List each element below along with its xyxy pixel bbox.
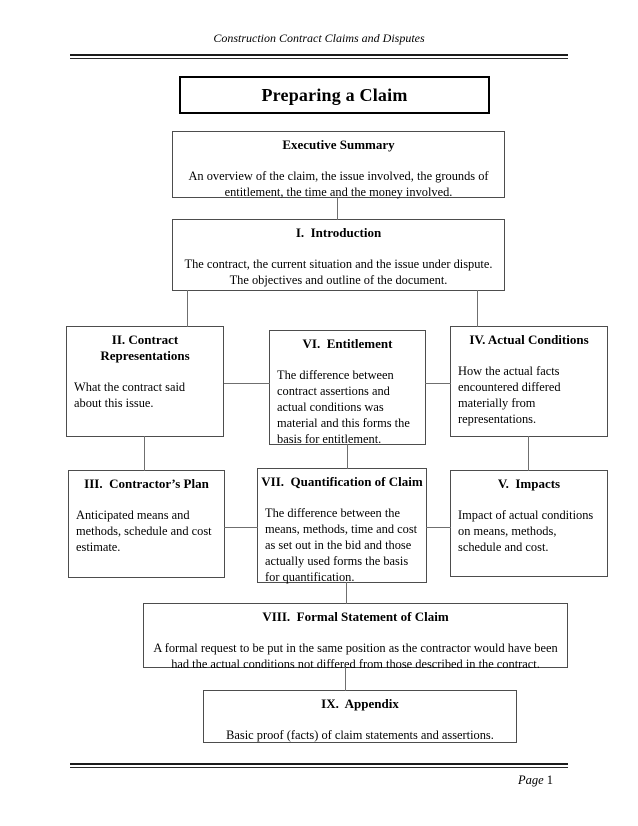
node-executive-summary-title: Executive Summary bbox=[282, 137, 395, 152]
header-rule bbox=[70, 54, 568, 59]
flowchart-title: Preparing a Claim bbox=[261, 84, 408, 105]
connector-actual-conditions-to-impacts bbox=[528, 436, 529, 471]
connector-quantification-to-formal-statement bbox=[346, 582, 347, 604]
node-impacts-body: Impact of actual conditions on means, me… bbox=[458, 508, 594, 554]
page-number-label: Page bbox=[517, 773, 544, 787]
node-entitlement-body: The difference between contract assertio… bbox=[277, 368, 410, 446]
node-appendix-title: IX. Appendix bbox=[321, 696, 399, 711]
node-quantification-of-claim-title: VII. Quantification of Claim bbox=[261, 474, 423, 489]
node-introduction-body: The contract, the current situation and … bbox=[184, 257, 493, 287]
node-impacts: V. Impacts Impact of actual conditions o… bbox=[450, 470, 608, 577]
running-header-text: Construction Contract Claims and Dispute… bbox=[213, 31, 425, 45]
node-entitlement: VI. Entitlement The difference between c… bbox=[269, 330, 426, 446]
connector-entitlement-to-actual-conditions bbox=[425, 383, 451, 384]
node-executive-summary: Executive Summary An overview of the cla… bbox=[172, 131, 505, 199]
node-contractors-plan-body: Anticipated means and methods, schedule … bbox=[76, 508, 212, 554]
node-appendix-body: Basic proof (facts) of claim statements … bbox=[226, 728, 494, 742]
node-introduction: I. Introduction The contract, the curren… bbox=[172, 219, 505, 291]
connector-entitlement-to-quantification bbox=[347, 444, 348, 469]
node-contractors-plan: III. Contractor’s Plan Anticipated means… bbox=[68, 470, 225, 578]
footer-rule bbox=[70, 763, 568, 768]
connector-contract-representations-to-contractors-plan bbox=[144, 436, 145, 471]
node-contract-representations: II. Contract Representations What the co… bbox=[66, 326, 224, 437]
node-impacts-title: V. Impacts bbox=[497, 476, 561, 491]
node-entitlement-title: VI. Entitlement bbox=[302, 336, 393, 351]
node-contract-representations-title: II. Contract Representations bbox=[100, 332, 190, 363]
connector-summary-to-introduction bbox=[337, 197, 338, 220]
connector-introduction-to-contract-representations bbox=[187, 290, 188, 327]
flowchart-title-box: Preparing a Claim bbox=[179, 76, 490, 114]
node-contract-representations-body: What the contract said about this issue. bbox=[74, 380, 186, 410]
connector-contractors-plan-to-quantification bbox=[224, 527, 258, 528]
node-formal-statement-of-claim-title: VIII. Formal Statement of Claim bbox=[262, 609, 449, 624]
page-number-value: 1 bbox=[546, 773, 553, 787]
connector-introduction-to-actual-conditions bbox=[477, 290, 478, 327]
connector-contract-representations-to-entitlement bbox=[224, 383, 270, 384]
node-actual-conditions: IV. Actual Conditions How the actual fac… bbox=[450, 326, 608, 437]
node-contractors-plan-title: III. Contractor’s Plan bbox=[84, 476, 209, 491]
connector-quantification-to-impacts bbox=[426, 527, 451, 528]
node-quantification-of-claim: VII. Quantification of Claim The differe… bbox=[257, 468, 427, 584]
node-formal-statement-of-claim: VIII. Formal Statement of Claim A formal… bbox=[143, 603, 568, 671]
node-quantification-of-claim-body: The difference between the means, method… bbox=[265, 506, 418, 584]
node-actual-conditions-title: IV. Actual Conditions bbox=[469, 332, 589, 347]
node-actual-conditions-body: How the actual facts encountered differe… bbox=[458, 364, 561, 426]
node-executive-summary-body: An overview of the claim, the issue invo… bbox=[188, 169, 489, 199]
node-formal-statement-of-claim-body: A formal request to be put in the same p… bbox=[153, 641, 558, 671]
node-introduction-title: I. Introduction bbox=[295, 225, 382, 240]
connector-formal-statement-to-appendix bbox=[345, 667, 346, 691]
page-number: Page 1 bbox=[0, 773, 568, 788]
node-appendix: IX. Appendix Basic proof (facts) of clai… bbox=[203, 690, 517, 743]
